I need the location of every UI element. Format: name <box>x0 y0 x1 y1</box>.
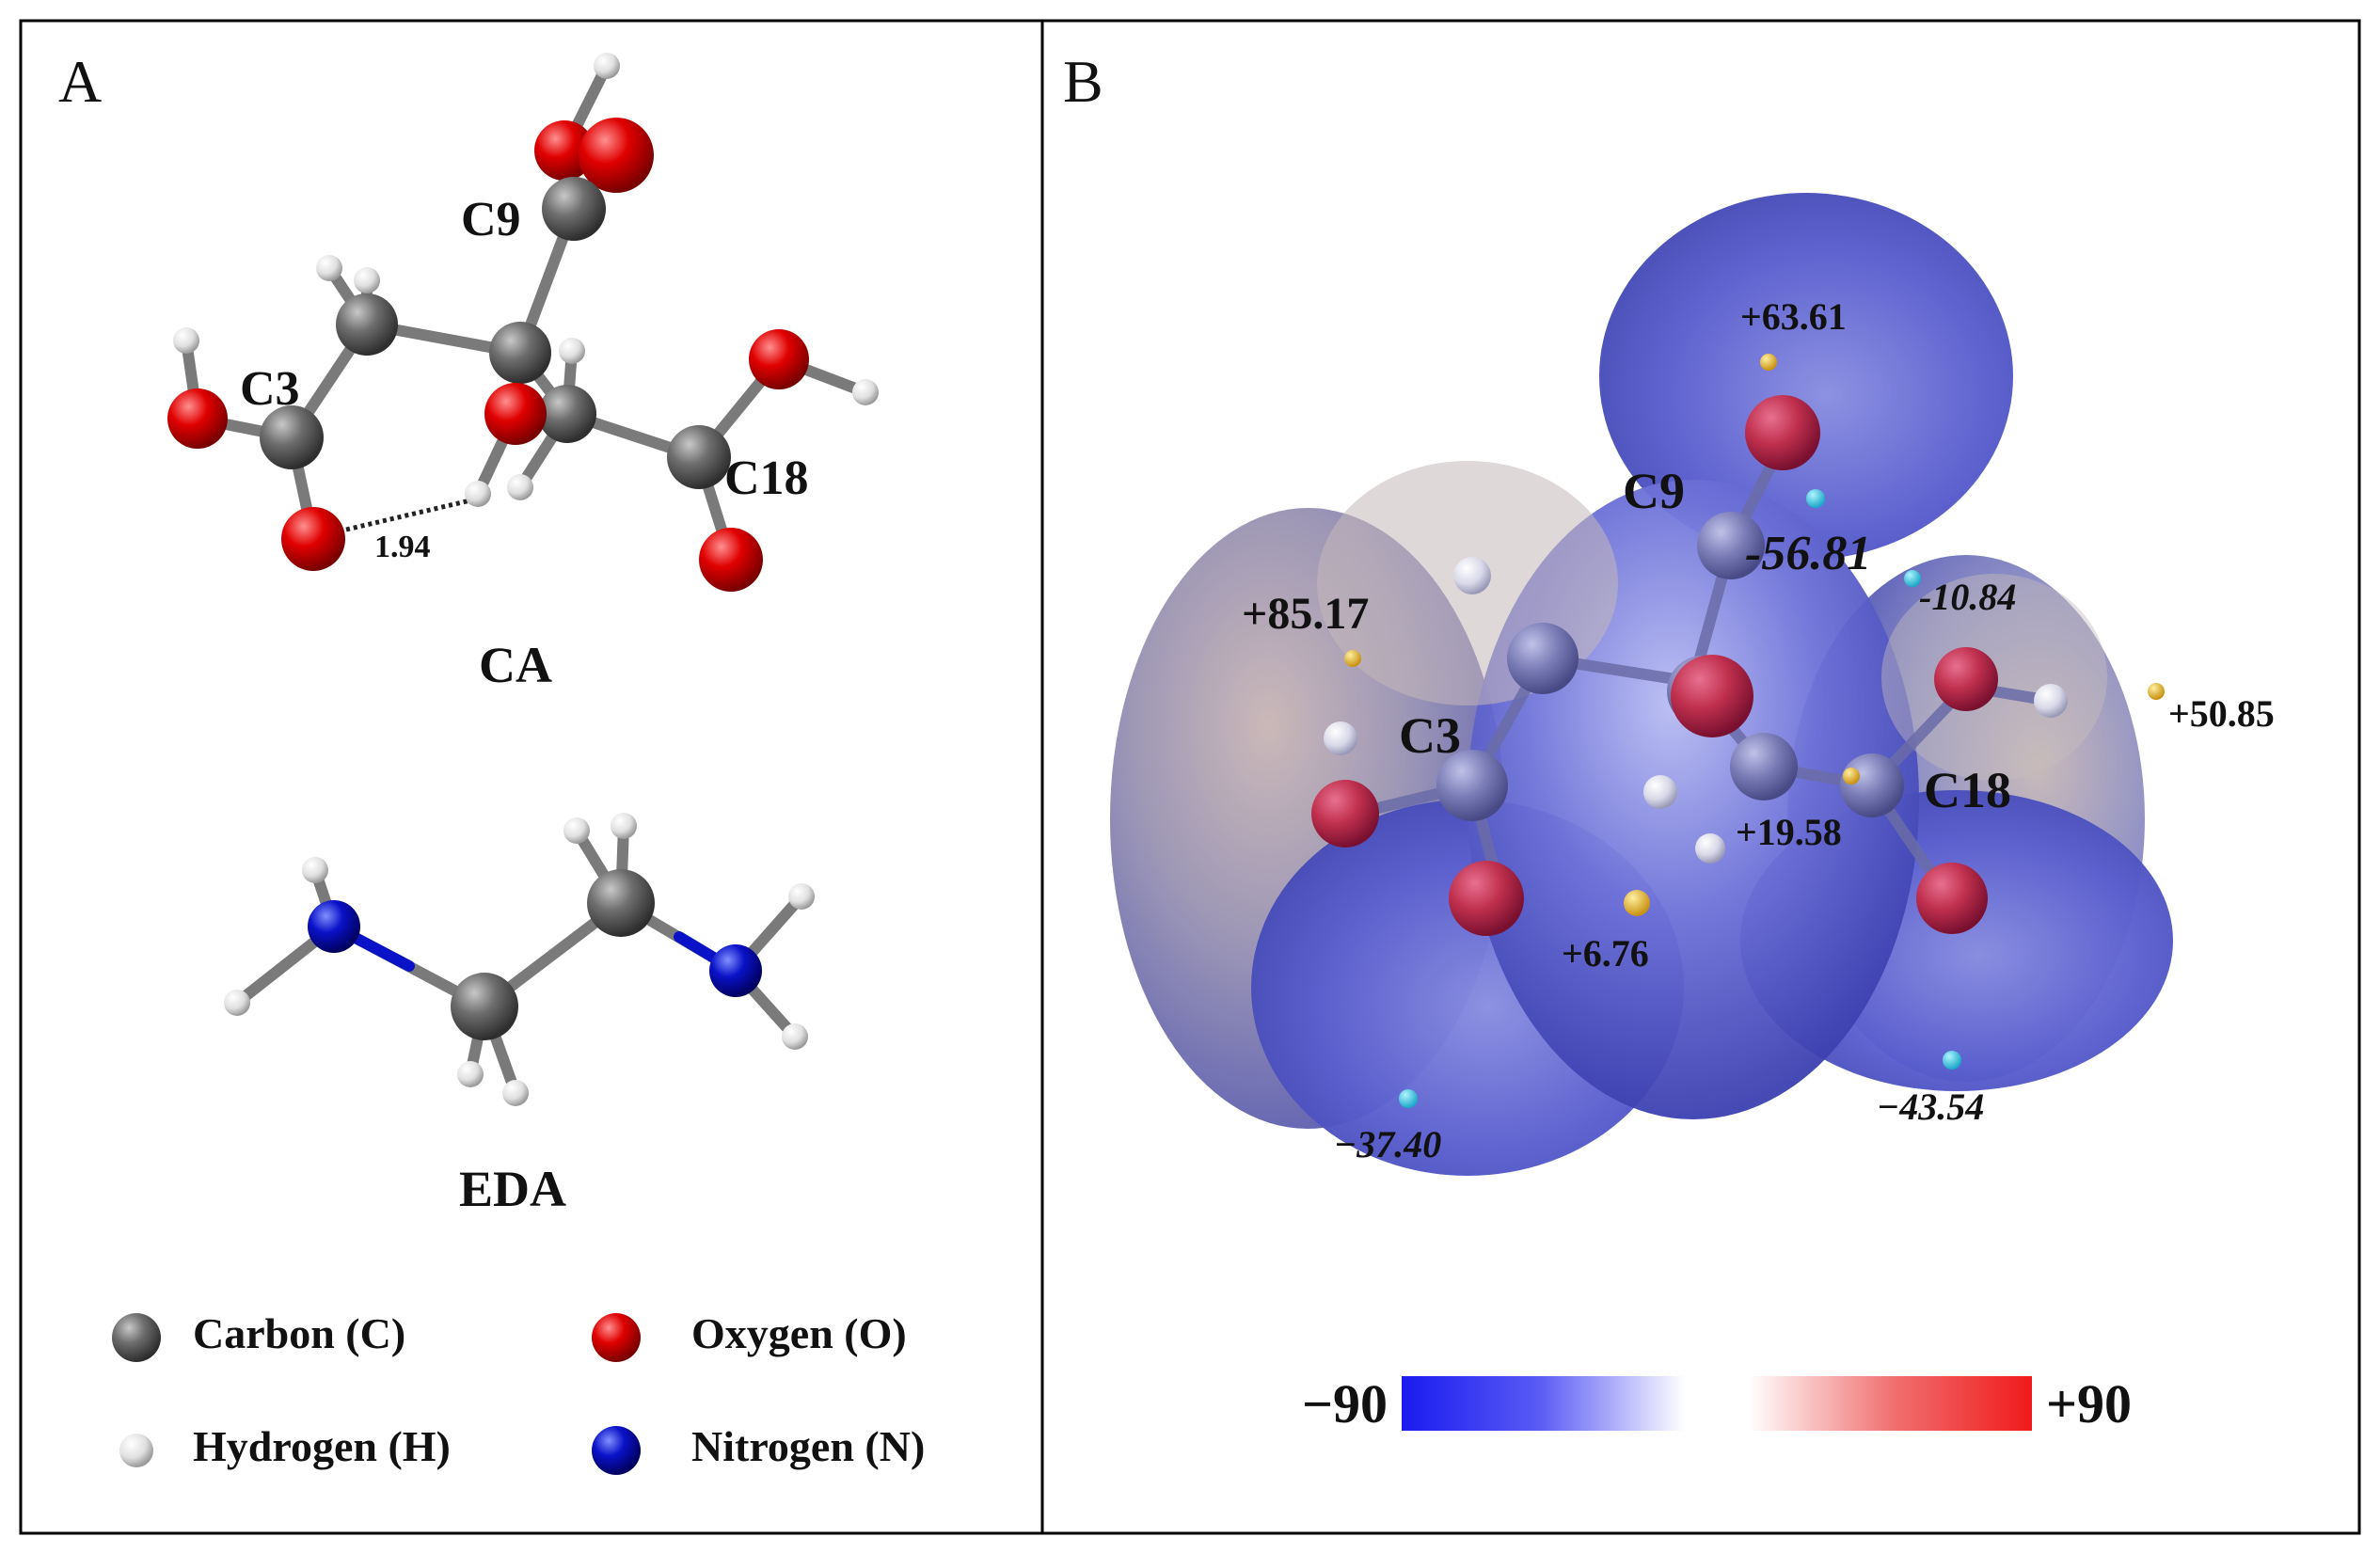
ca-label-c18: C18 <box>724 452 809 505</box>
min-point <box>1806 489 1825 508</box>
esp-value-label: +50.85 <box>2168 692 2275 735</box>
esp-label-c3: C3 <box>1399 707 1461 764</box>
panel-a-letter: A <box>58 48 102 115</box>
max-point <box>1624 890 1650 916</box>
colorbar-gradient <box>1402 1376 2032 1431</box>
legend-nitrogen-swatch <box>592 1426 641 1475</box>
esp-value-label: +19.58 <box>1736 811 1842 853</box>
colorbar-min-label: −90 <box>1302 1373 1388 1434</box>
esp-value-label: -10.84 <box>1919 576 2016 618</box>
legend-nitrogen-label: Nitrogen (N) <box>691 1422 925 1470</box>
esp-colorbar: −90 +90 <box>1302 1373 2132 1434</box>
max-point <box>1344 650 1361 667</box>
esp-value-label: −37.40 <box>1334 1123 1441 1165</box>
esp-surface <box>1110 193 2173 1176</box>
ca-label-c9: C9 <box>461 193 521 246</box>
esp-value-label: −43.54 <box>1877 1086 1984 1128</box>
esp-value-label: +85.17 <box>1242 589 1369 639</box>
legend-hydrogen-swatch <box>119 1434 153 1467</box>
figure-frame <box>19 19 2361 1535</box>
legend-carbon-swatch <box>112 1313 161 1362</box>
eda-heavy-atoms <box>308 869 762 1040</box>
eda-molecule <box>224 813 815 1106</box>
legend-oxygen-swatch <box>592 1313 641 1362</box>
eda-hydrogens <box>224 813 815 1106</box>
atom-legend: Carbon (C) Oxygen (O) Hydrogen (H) Nitro… <box>112 1309 925 1475</box>
legend-oxygen-label: Oxygen (O) <box>691 1309 907 1357</box>
esp-molecule <box>1311 395 2068 936</box>
ca-hbond-length: 1.94 <box>374 530 431 564</box>
panel-b-letter: B <box>1063 48 1103 115</box>
legend-carbon-label: Carbon (C) <box>193 1309 405 1357</box>
ca-molecule: C9 C3 C18 1.94 <box>167 53 879 592</box>
legend-hydrogen-label: Hydrogen (H) <box>193 1422 451 1470</box>
esp-value-label: -56.81 <box>1745 527 1871 580</box>
esp-value-label: +6.76 <box>1562 932 1649 975</box>
esp-points <box>1344 354 2165 1108</box>
colorbar-max-label: +90 <box>2046 1373 2132 1434</box>
max-point <box>1760 354 1777 371</box>
eda-title: EDA <box>459 1161 566 1217</box>
min-point <box>1904 570 1921 587</box>
max-point <box>1843 768 1860 784</box>
panel-b: B <box>1063 48 2275 1434</box>
esp-label-c18: C18 <box>1924 762 2011 818</box>
esp-value-label: +63.61 <box>1740 295 1847 338</box>
min-point <box>1399 1089 1418 1108</box>
ca-label-c3: C3 <box>240 362 300 416</box>
esp-label-c9: C9 <box>1623 463 1685 519</box>
max-point <box>2148 683 2165 700</box>
panel-a: A <box>58 48 925 1475</box>
ca-hydrogens <box>173 53 879 507</box>
ca-heavy-atoms <box>167 118 809 592</box>
ca-hbond <box>345 498 471 532</box>
min-point <box>1943 1051 1961 1070</box>
ca-title: CA <box>479 637 552 693</box>
